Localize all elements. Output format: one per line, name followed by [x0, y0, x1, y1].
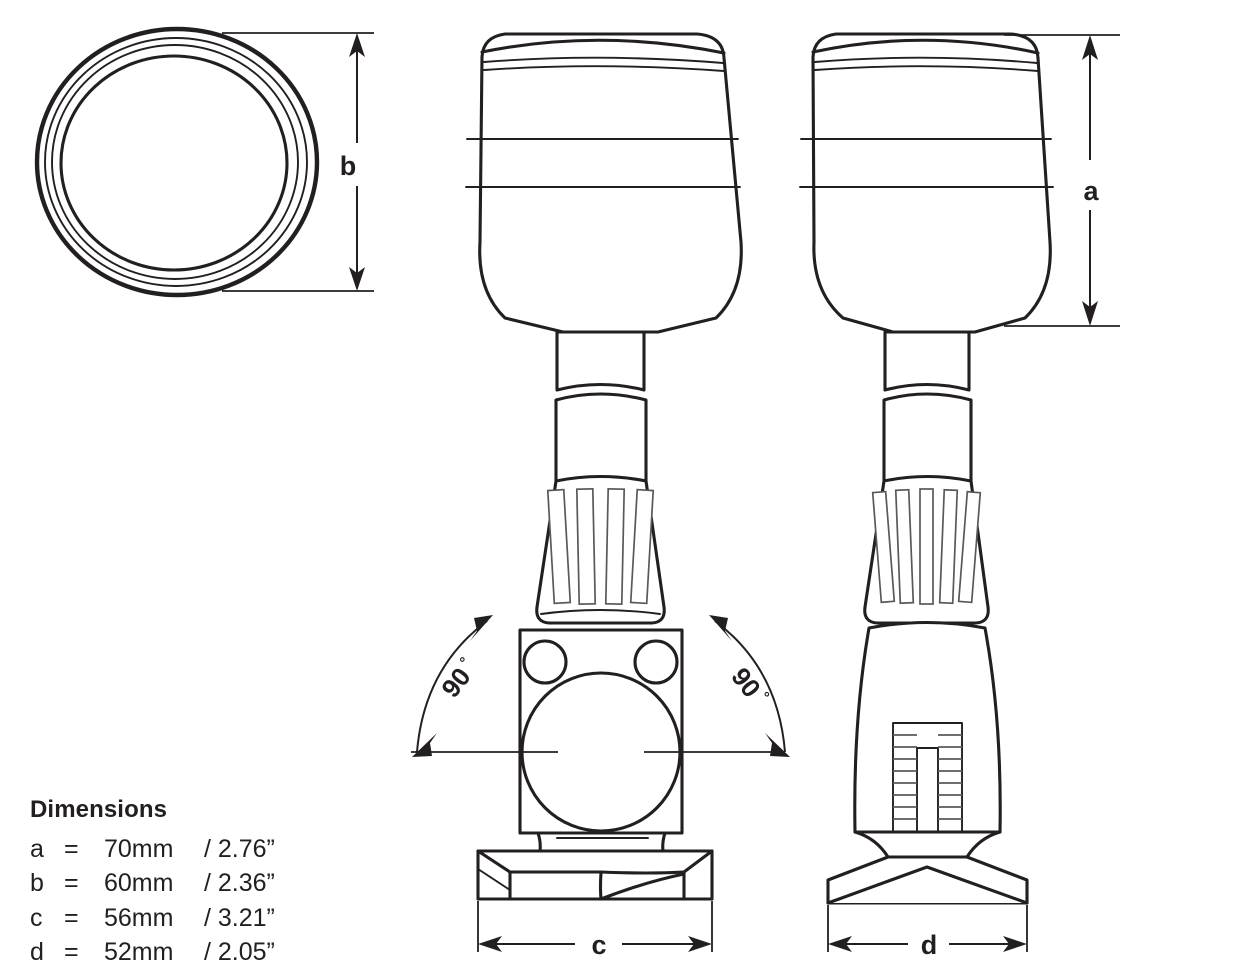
angle-left-arc — [416, 620, 488, 753]
front-neck-lower — [554, 392, 648, 483]
side-collar-slot-3 — [919, 488, 934, 605]
side-dome-crown — [811, 38, 1040, 55]
angle-right-arrow-bottom — [765, 733, 790, 757]
lens-outer-ring — [34, 26, 320, 298]
front-pedestal-stem — [536, 831, 667, 853]
front-collar-base-line — [540, 609, 661, 615]
dim-c-arrowhead-right — [688, 936, 712, 952]
dimension-row-c: c = 56mm / 3.21” — [30, 901, 360, 935]
side-dome-line-2 — [814, 65, 1039, 72]
dim-d-label: d — [921, 930, 938, 960]
dimension-equals-d: = — [64, 937, 79, 966]
dim-c-arrowhead-left — [478, 936, 502, 952]
angle-left-arrow-bottom — [412, 733, 437, 757]
dimension-metric-b: 60mm — [104, 869, 174, 898]
side-neck-upper — [883, 330, 971, 392]
dimension-key-c: c — [30, 903, 43, 932]
front-collar-slot-1 — [546, 488, 572, 605]
side-collar-slot-1 — [871, 490, 896, 604]
front-hinge-hole-left — [522, 639, 568, 685]
dimension-imperial-a: / 2.76” — [204, 835, 275, 863]
dimension-d: d — [827, 905, 1028, 960]
front-neck-upper — [555, 330, 646, 392]
dimension-metric-c: 56mm — [104, 903, 174, 932]
side-foot-fillet — [853, 830, 1002, 859]
front-collar-slot-4 — [629, 488, 655, 605]
side-collar-slot-4 — [938, 488, 959, 605]
angle-right-90: 90 ° — [709, 615, 790, 757]
dim-a-label: a — [1083, 176, 1099, 206]
dimension-key-d: d — [30, 937, 44, 966]
dim-d-arrowhead-left — [828, 936, 852, 952]
dimensions-title: Dimensions — [30, 796, 168, 823]
angle-left-90: 90 ° — [412, 615, 493, 757]
front-foot-bevel — [599, 872, 686, 901]
front-view — [411, 32, 782, 901]
dimension-metric-d: 52mm — [104, 937, 174, 966]
front-foot-chamfer — [477, 868, 511, 891]
front-dome-line-1 — [483, 56, 724, 64]
top-view — [34, 26, 320, 298]
lens-inner-ring — [59, 54, 289, 272]
front-foot-mid-edge — [598, 870, 603, 901]
side-collar-slot-5 — [957, 490, 982, 604]
dim-b-label: b — [340, 151, 357, 181]
dimension-imperial-b: / 2.36” — [204, 869, 275, 898]
front-foot-block — [476, 849, 714, 901]
side-neck-lower — [882, 392, 973, 483]
front-dome-line-2 — [483, 65, 725, 72]
front-hinge-hole-right — [633, 639, 679, 685]
front-foot-top-edge — [508, 870, 686, 875]
side-view — [799, 32, 1054, 905]
side-collar-slot-2 — [894, 488, 915, 605]
dimension-key-b: b — [30, 869, 44, 898]
dimension-row-b: b = 60mm / 2.36” — [30, 866, 360, 900]
dimension-c: c — [477, 901, 713, 960]
side-clamp-serrations — [893, 734, 962, 820]
dimensions-table: Dimensions a = 70mm / 2.76” b = 60mm / 2… — [30, 796, 360, 969]
dim-c-label: c — [591, 930, 606, 960]
dim-a-arrowhead-bottom — [1082, 301, 1098, 326]
side-foot-chevron — [826, 865, 1029, 905]
front-collar-slot-3 — [604, 487, 626, 606]
dim-a-arrowhead-top — [1082, 35, 1098, 60]
front-collar-slot-2 — [575, 487, 597, 606]
dimension-equals-b: = — [64, 869, 79, 898]
dimension-row-d: d = 52mm / 2.05” — [30, 935, 360, 969]
dimension-row-a: a = 70mm / 2.76” — [30, 832, 360, 866]
front-dome-crown — [480, 38, 726, 55]
front-lamp-body — [478, 32, 743, 334]
lens-ring-3 — [51, 44, 299, 280]
dimension-equals-a: = — [64, 835, 79, 863]
lens-ring-2 — [44, 37, 308, 287]
dimension-imperial-c: / 3.21” — [204, 903, 275, 932]
dimension-a: a — [1004, 34, 1120, 327]
dimension-b: b — [222, 32, 374, 292]
side-lamp-body — [811, 32, 1052, 334]
dim-b-arrowhead-top — [349, 33, 365, 57]
angle-right-arrow-top — [709, 615, 732, 641]
side-dome-line-1 — [814, 56, 1038, 64]
angle-right-arc — [714, 620, 786, 753]
dimension-key-a: a — [30, 835, 44, 863]
dimension-equals-c: = — [64, 903, 79, 932]
angle-left-arrow-top — [470, 615, 493, 641]
dimension-metric-a: 70mm — [104, 835, 174, 863]
side-clamp-body — [853, 620, 1002, 834]
dim-b-arrowhead-bottom — [349, 267, 365, 291]
dim-d-arrowhead-right — [1003, 936, 1027, 952]
dimension-imperial-d: / 2.05” — [204, 937, 275, 966]
